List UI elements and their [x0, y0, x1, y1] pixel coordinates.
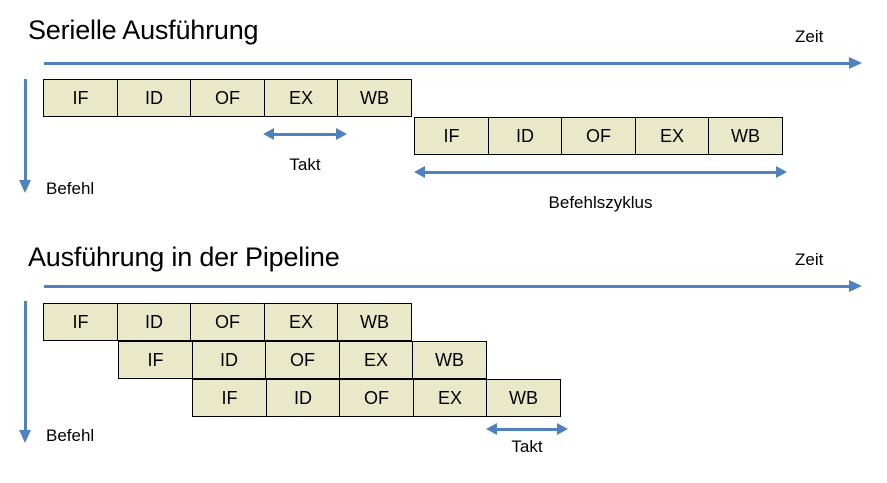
stage-cell: OF [339, 379, 414, 417]
arrowhead-left-icon [486, 423, 497, 435]
instruction-axis-arrowhead-icon [19, 430, 31, 443]
arrowhead-right-icon [776, 166, 787, 178]
time-axis-shaft [44, 285, 849, 288]
time-axis-label-serial: Zeit [795, 27, 824, 46]
stage-cell: IF [192, 379, 267, 417]
measure-shaft [272, 133, 338, 136]
stage-cell: ID [265, 379, 341, 417]
measure-label-befehlszyklus: Befehlszyklus [548, 193, 653, 212]
time-axis-shaft [44, 62, 849, 65]
stage-cell: IF [43, 79, 118, 117]
stage-cell: IF [414, 117, 489, 155]
stage-cell: OF [190, 79, 265, 117]
stage-cell: EX [263, 303, 339, 341]
instruction-axis-label-pipeline: Befehl [46, 426, 95, 445]
instruction-axis-shaft [24, 79, 27, 180]
stage-cell: EX [412, 379, 488, 417]
arrowhead-left-icon [414, 166, 425, 178]
stage-cell: WB [337, 303, 412, 341]
stage-cell: EX [634, 117, 710, 155]
stage-cell: ID [116, 303, 192, 341]
instruction-axis-pipeline [19, 301, 31, 443]
measure-arrow-befehlszyklus [414, 166, 787, 179]
measure-shaft [423, 171, 778, 174]
measure-label-takt-pipeline: Takt [511, 437, 543, 456]
stage-cell: ID [487, 117, 563, 155]
arrowhead-right-icon [557, 423, 568, 435]
section-title-pipeline: Ausführung in der Pipeline [28, 242, 340, 272]
stage-cell: WB [337, 79, 412, 117]
stage-cell: EX [263, 79, 339, 117]
measure-shaft [495, 428, 559, 431]
table-row: IF ID OF EX WB [118, 341, 487, 379]
time-axis-pipeline [44, 280, 862, 292]
measure-arrow-takt-serial [263, 128, 347, 141]
instruction-axis-arrowhead-icon [19, 180, 31, 193]
table-row: IF ID OF EX WB [192, 379, 561, 417]
stage-cell: WB [486, 379, 561, 417]
time-axis-arrowhead-icon [849, 57, 862, 69]
table-row: IF ID OF EX WB [43, 303, 412, 341]
stage-cell: OF [190, 303, 265, 341]
stage-cell: OF [561, 117, 636, 155]
stage-cell: WB [412, 341, 487, 379]
time-axis-label-pipeline: Zeit [795, 250, 824, 269]
instruction-axis-shaft [24, 301, 27, 430]
instruction-axis-label-serial: Befehl [46, 179, 95, 198]
arrowhead-left-icon [263, 128, 274, 140]
measure-label-takt-serial: Takt [289, 155, 321, 174]
measure-arrow-takt-pipeline [486, 423, 568, 436]
stage-cell: IF [118, 341, 193, 379]
stage-cell: ID [116, 79, 192, 117]
stage-cell: EX [338, 341, 414, 379]
table-row: IF ID OF EX WB [43, 79, 412, 117]
instruction-axis-serial [19, 79, 31, 193]
time-axis-serial [44, 57, 862, 69]
table-row: IF ID OF EX WB [414, 117, 783, 155]
arrowhead-right-icon [336, 128, 347, 140]
section-title-serial: Serielle Ausführung [28, 15, 259, 45]
stage-cell: OF [265, 341, 340, 379]
stage-cell: IF [43, 303, 118, 341]
time-axis-arrowhead-icon [849, 280, 862, 292]
stage-cell: WB [708, 117, 783, 155]
stage-cell: ID [191, 341, 267, 379]
